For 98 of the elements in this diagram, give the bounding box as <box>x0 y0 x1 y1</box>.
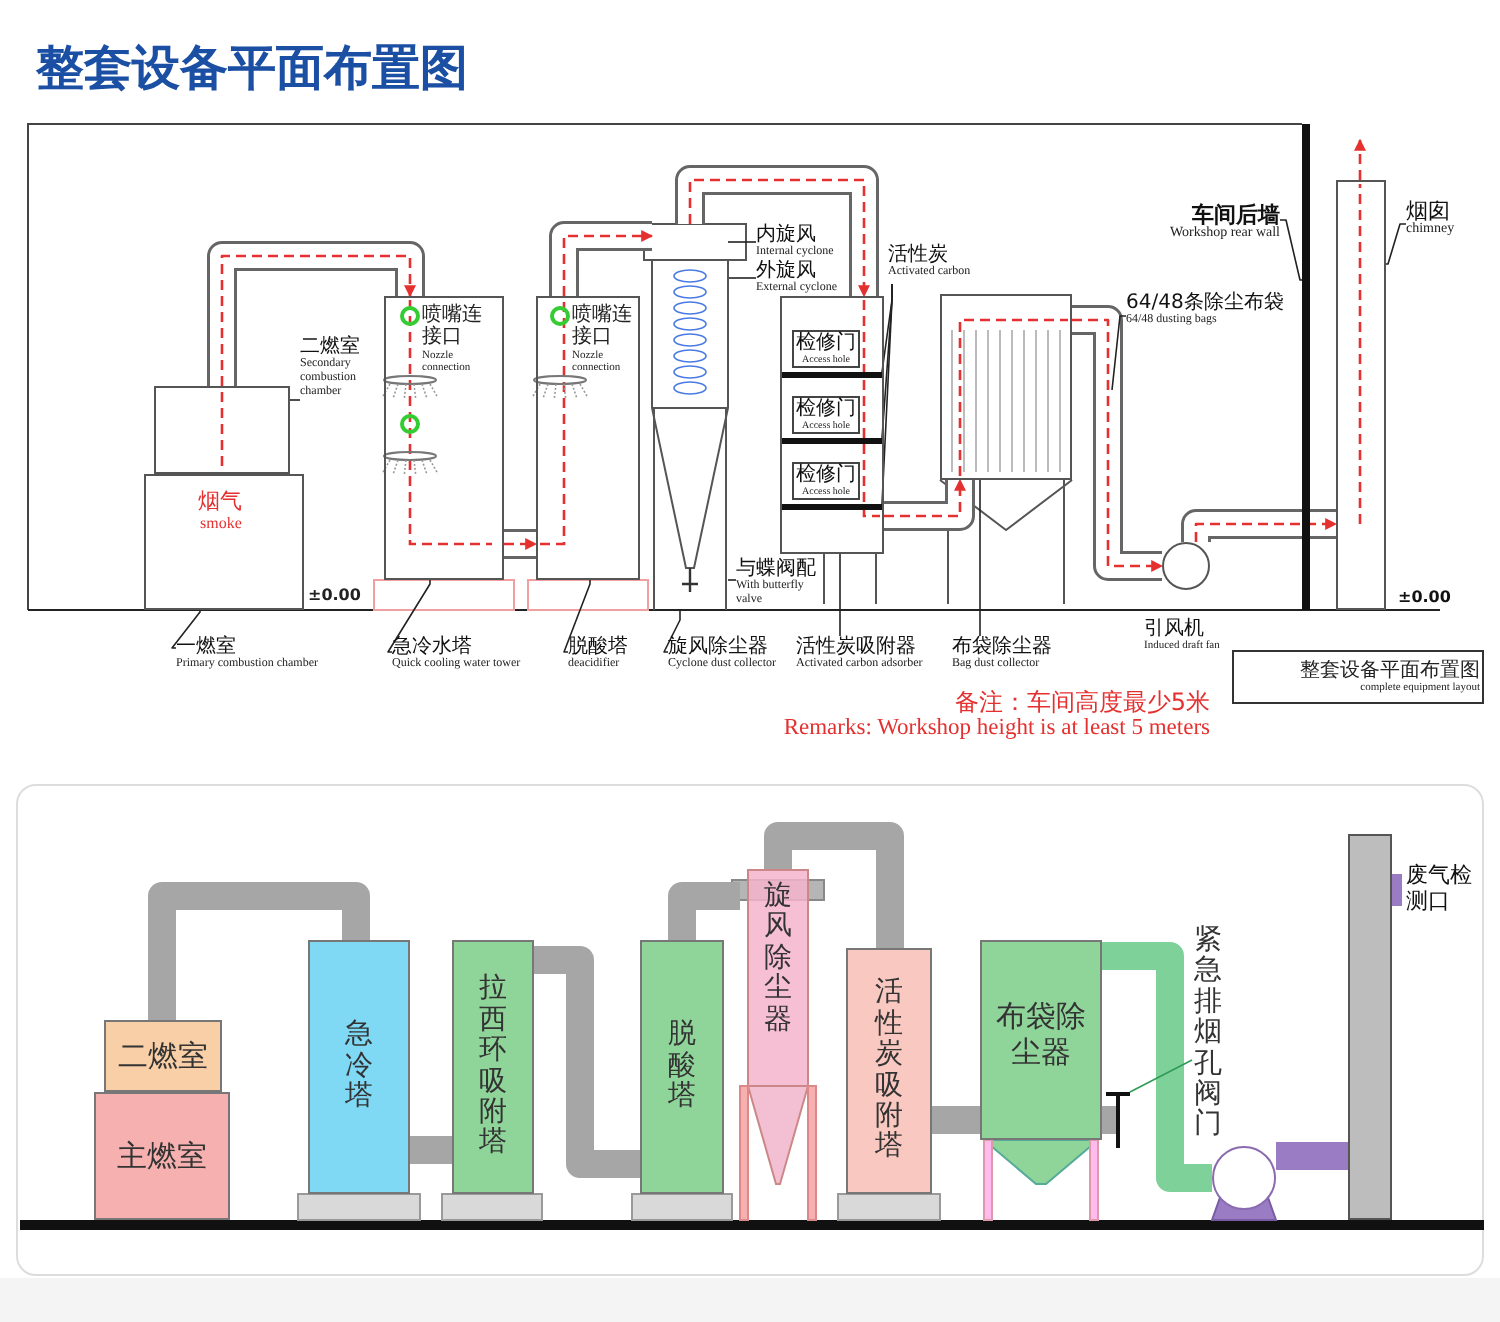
part-label: 脱酸塔 <box>568 636 630 658</box>
part-label: 旋风除尘器 <box>668 636 768 658</box>
part-label: 检修门 <box>796 464 856 486</box>
part-label: 布袋除尘器 <box>952 636 1054 658</box>
equipment-name: 布袋除尘器 <box>996 998 1086 1070</box>
tower <box>384 296 504 580</box>
flow-arrow <box>504 538 538 550</box>
tower <box>452 940 534 1194</box>
chimney <box>1348 834 1392 1220</box>
leader-line <box>1279 219 1303 281</box>
duct-pipe <box>1102 942 1212 1192</box>
tower <box>308 940 410 1194</box>
nozzle-label: 喷嘴连接口 <box>572 304 634 348</box>
leader-line <box>663 609 681 653</box>
chimney <box>1336 180 1386 610</box>
remark-note: 备注：车间高度最少5米 <box>954 686 1210 718</box>
leader-line <box>839 553 841 637</box>
equipment-name: 拉西环吸附塔 <box>479 974 507 1160</box>
duct-pipe <box>932 1106 980 1134</box>
flow-arrow <box>688 178 870 298</box>
combustion-chamber <box>104 1020 222 1092</box>
tower <box>640 940 724 1194</box>
fan-housing <box>1162 542 1210 590</box>
combustion-chamber <box>144 474 304 610</box>
flow-label-english: smoke <box>200 514 242 532</box>
leader-line <box>881 283 893 505</box>
valve-icon <box>1106 1092 1130 1148</box>
leader-line <box>1385 223 1407 265</box>
equipment-name: 旋风除尘器 <box>764 882 792 1036</box>
bag-filter-housing <box>940 294 1072 480</box>
part-label: 一燃室 <box>176 636 236 658</box>
duct-pipe <box>1181 509 1336 542</box>
leader-line <box>727 241 757 243</box>
equipment-name: 活性炭吸附塔 <box>875 978 903 1164</box>
equipment-name: 主燃室 <box>117 1138 207 1174</box>
part-label: 烟囱 <box>1406 200 1450 222</box>
combustion-chamber <box>154 386 290 474</box>
leader-line <box>289 399 301 401</box>
part-label: 检修门 <box>796 398 856 420</box>
duct-pipe <box>668 882 740 940</box>
flow-arrow <box>220 254 416 386</box>
remark-note-english: Remarks: Workshop height is at least 5 meters <box>783 716 1210 740</box>
duct-pipe <box>410 1136 452 1164</box>
part-label: 引风机 <box>1144 618 1206 640</box>
leader-line <box>387 579 431 653</box>
part-label: 与蝶阀配 <box>736 558 818 580</box>
part-label: 外旋风 <box>756 260 816 282</box>
tower <box>536 296 640 580</box>
elevation-mark: ±0.00 <box>1398 586 1451 608</box>
flow-arrow <box>1194 518 1338 542</box>
equipment-name: 脱酸塔 <box>668 1020 696 1114</box>
part-label: 二燃室 <box>300 336 362 358</box>
leader-line <box>1129 1059 1193 1093</box>
access-hole <box>792 462 860 500</box>
nozzle-label: 喷嘴连接口 <box>422 304 484 348</box>
fan-housing <box>1212 1146 1276 1210</box>
combustion-chamber <box>94 1092 230 1220</box>
equipment-name: 二燃室 <box>118 1038 208 1074</box>
part-label: 车间后墙 <box>1192 204 1280 226</box>
equipment-name: 急冷塔 <box>345 1020 373 1114</box>
leader-line <box>1111 315 1127 391</box>
carbon-tray <box>782 504 882 510</box>
part-label: 检修门 <box>796 332 856 354</box>
leader-line <box>563 579 591 653</box>
duct-pipe <box>884 480 975 531</box>
duct-pipe <box>675 165 879 296</box>
carbon-tray <box>782 438 882 444</box>
rear-wall <box>1302 124 1310 610</box>
title-block-text: 整套设备平面布置图 <box>1300 657 1480 682</box>
part-label: 活性炭 <box>888 244 948 266</box>
part-label: 64/48条除尘布袋 <box>1126 292 1286 314</box>
carbon-tray <box>782 372 882 378</box>
adsorber-housing <box>780 296 884 554</box>
duct-pipe <box>764 822 904 948</box>
page-title: 整套设备平面布置图 <box>36 38 468 100</box>
part-label: 废气检测口 <box>1406 862 1474 914</box>
leader-line <box>727 579 737 581</box>
duct-pipe <box>534 946 640 1178</box>
part-label: 急冷水塔 <box>392 636 474 658</box>
leader-line <box>171 609 201 649</box>
duct-pipe <box>504 529 536 559</box>
duct-pipe <box>549 221 652 296</box>
elevation-mark: ±0.00 <box>308 586 361 604</box>
duct-pipe <box>1276 1142 1348 1170</box>
duct-pipe <box>148 882 370 1020</box>
tower <box>846 948 932 1194</box>
flow-arrow <box>562 230 654 296</box>
flow-label: 烟气 <box>198 486 242 516</box>
access-hole <box>792 330 860 368</box>
access-hole <box>792 396 860 434</box>
flow-arrow <box>1354 138 1366 180</box>
valve-label: 紧急排烟孔阀门 <box>1194 926 1222 1142</box>
part-label: 活性炭吸附器 <box>796 636 916 658</box>
duct-pipe <box>207 241 425 386</box>
leader-line <box>727 277 757 279</box>
part-label: 内旋风 <box>756 224 816 246</box>
flow-arrow <box>884 478 966 518</box>
leader-line <box>979 479 981 637</box>
